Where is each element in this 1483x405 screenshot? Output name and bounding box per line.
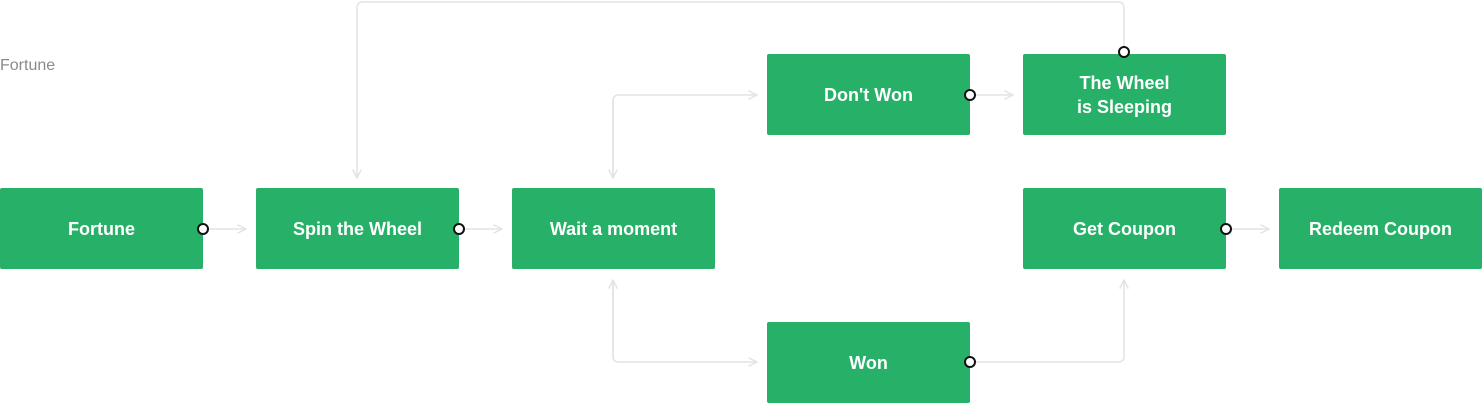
node-wheel-sleeping[interactable]: The Wheel is Sleeping — [1023, 54, 1226, 135]
node-redeem-coupon[interactable]: Redeem Coupon — [1279, 188, 1482, 269]
edge-sleeping-to-spin — [352, 1, 1125, 179]
edge-won-to-get-coupon — [976, 279, 1129, 363]
port-fortune-out[interactable] — [197, 223, 209, 235]
port-won-out[interactable] — [964, 356, 976, 368]
node-get-coupon[interactable]: Get Coupon — [1023, 188, 1226, 269]
edge-wait-to-dont-won — [612, 90, 758, 178]
flow-title: Fortune — [0, 57, 56, 74]
node-spin-the-wheel[interactable]: Spin the Wheel — [256, 188, 459, 269]
port-get-coupon-out[interactable] — [1220, 223, 1232, 235]
port-dont-won-out[interactable] — [964, 89, 976, 101]
node-dont-won[interactable]: Don't Won — [767, 54, 970, 135]
node-fortune[interactable]: Fortune — [0, 188, 203, 269]
port-sleeping-out[interactable] — [1118, 46, 1130, 58]
edge-wait-to-won — [612, 280, 758, 367]
port-spin-out[interactable] — [453, 223, 465, 235]
node-won[interactable]: Won — [767, 322, 970, 403]
node-wait-a-moment[interactable]: Wait a moment — [512, 188, 715, 269]
